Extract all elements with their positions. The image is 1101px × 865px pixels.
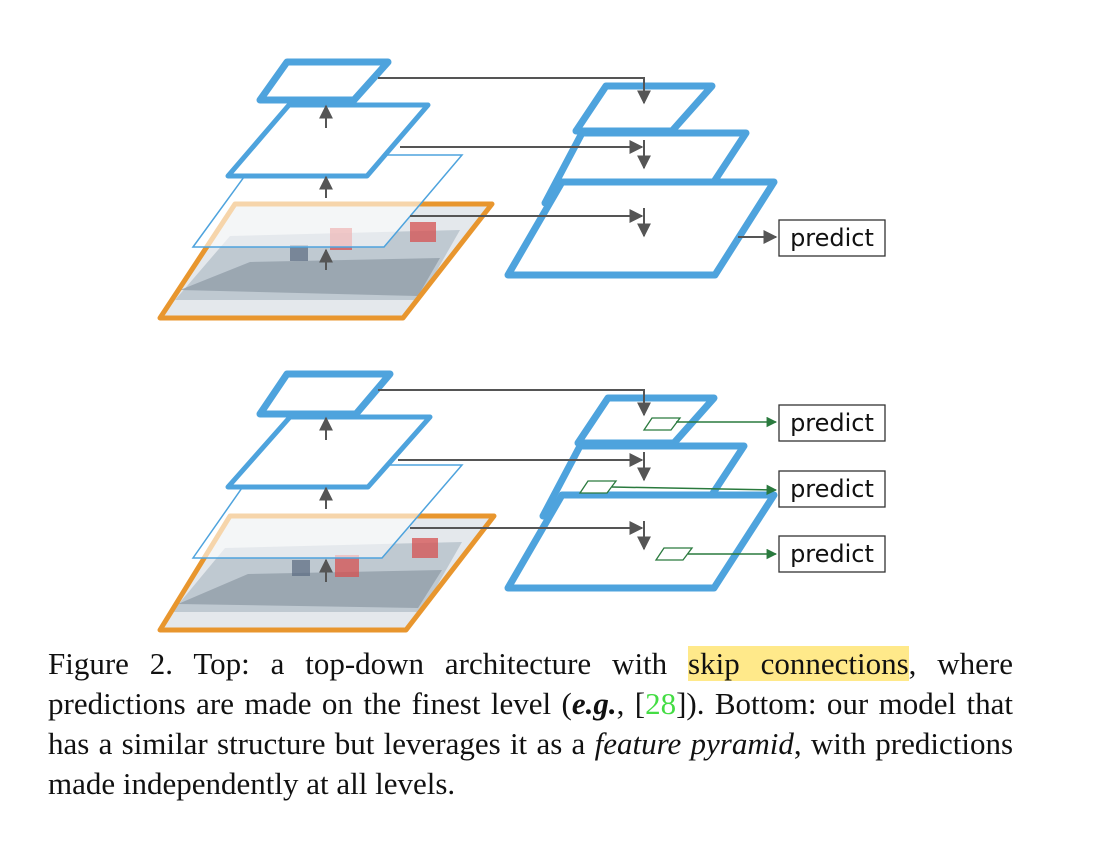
citation-link[interactable]: 28	[645, 686, 677, 721]
caption-eg: e.g.	[571, 686, 617, 721]
caption-lead: Figure 2. Top: a top-down architecture w…	[48, 646, 689, 681]
top-diagram: predict	[157, 58, 886, 321]
caption-cite-close: ]). Bottom: our model that has a similar…	[48, 686, 1013, 761]
bottom-predict-box: predict	[778, 535, 886, 573]
bottom-predict-label: predict	[790, 409, 874, 437]
caption-after-highlight: , where predictions are made on the fine…	[48, 646, 1013, 721]
top-predict-box: predict	[778, 219, 886, 257]
bottom-diagram: predict predict predict	[157, 370, 886, 633]
top-skip-connection	[378, 77, 651, 105]
bottom-predict-box: predict	[778, 470, 886, 508]
bottom-head-window	[642, 417, 682, 431]
caption-eg-comma: , [	[616, 686, 646, 721]
bottom-head-window	[654, 547, 694, 561]
bottom-td-level-3	[574, 394, 718, 447]
caption-term: feature pyramid	[594, 726, 794, 761]
caption-tail: , with predictions made independently at…	[48, 726, 1014, 801]
bottom-predict-label: predict	[790, 475, 874, 503]
top-predict-label: predict	[790, 224, 874, 252]
bottom-predict-label: predict	[790, 540, 874, 568]
caption-highlight: skip connections	[688, 646, 909, 681]
bottom-predict-box: predict	[778, 404, 886, 442]
figure-caption: Figure 2. Top: a top-down architecture w…	[48, 644, 1013, 804]
bottom-skip-connection	[378, 389, 651, 417]
bottom-head-window	[578, 480, 618, 494]
bottom-predict-arrow	[611, 484, 778, 496]
top-bu-level-3	[256, 58, 392, 104]
fpn-figure: predict	[157, 58, 886, 633]
bottom-bu-level-3	[256, 370, 394, 418]
